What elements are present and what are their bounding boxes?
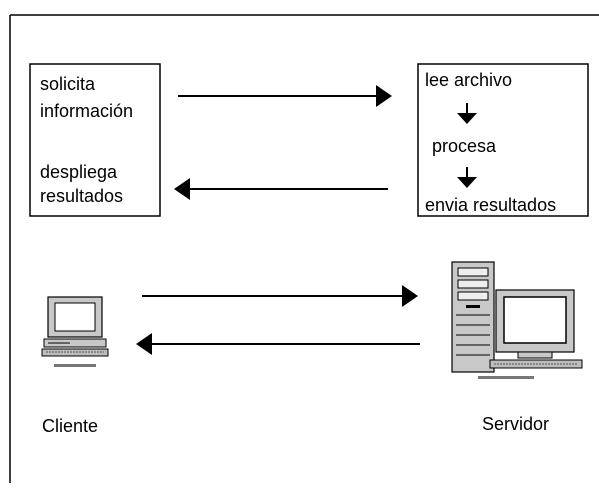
workstation-computer-icon (41, 296, 109, 367)
server-caption: Servidor (482, 414, 549, 434)
server-process-box: lee archivo procesa envia resultados (417, 63, 589, 217)
server-computer-icon (451, 261, 583, 379)
client-box-line-1: solicita (40, 74, 96, 94)
client-box-line-4: resultados (40, 186, 123, 206)
client-caption: Cliente (42, 416, 98, 436)
client-to-server-arrow (142, 285, 418, 307)
down-arrow-icon (457, 167, 477, 188)
client-process-box: solicita información despliega resultado… (29, 63, 161, 217)
server-step-2: procesa (432, 136, 497, 156)
server-step-3: envia resultados (425, 195, 556, 215)
client-box-line-3: despliega (40, 162, 118, 182)
server-step-1: lee archivo (425, 70, 512, 90)
server-to-client-arrow (136, 333, 420, 355)
response-arrow (174, 178, 388, 200)
client-box-line-2: información (40, 101, 133, 121)
request-arrow (178, 85, 392, 107)
server-box-border (417, 63, 589, 217)
down-arrow-icon (457, 103, 477, 124)
client-box-border (29, 63, 161, 217)
